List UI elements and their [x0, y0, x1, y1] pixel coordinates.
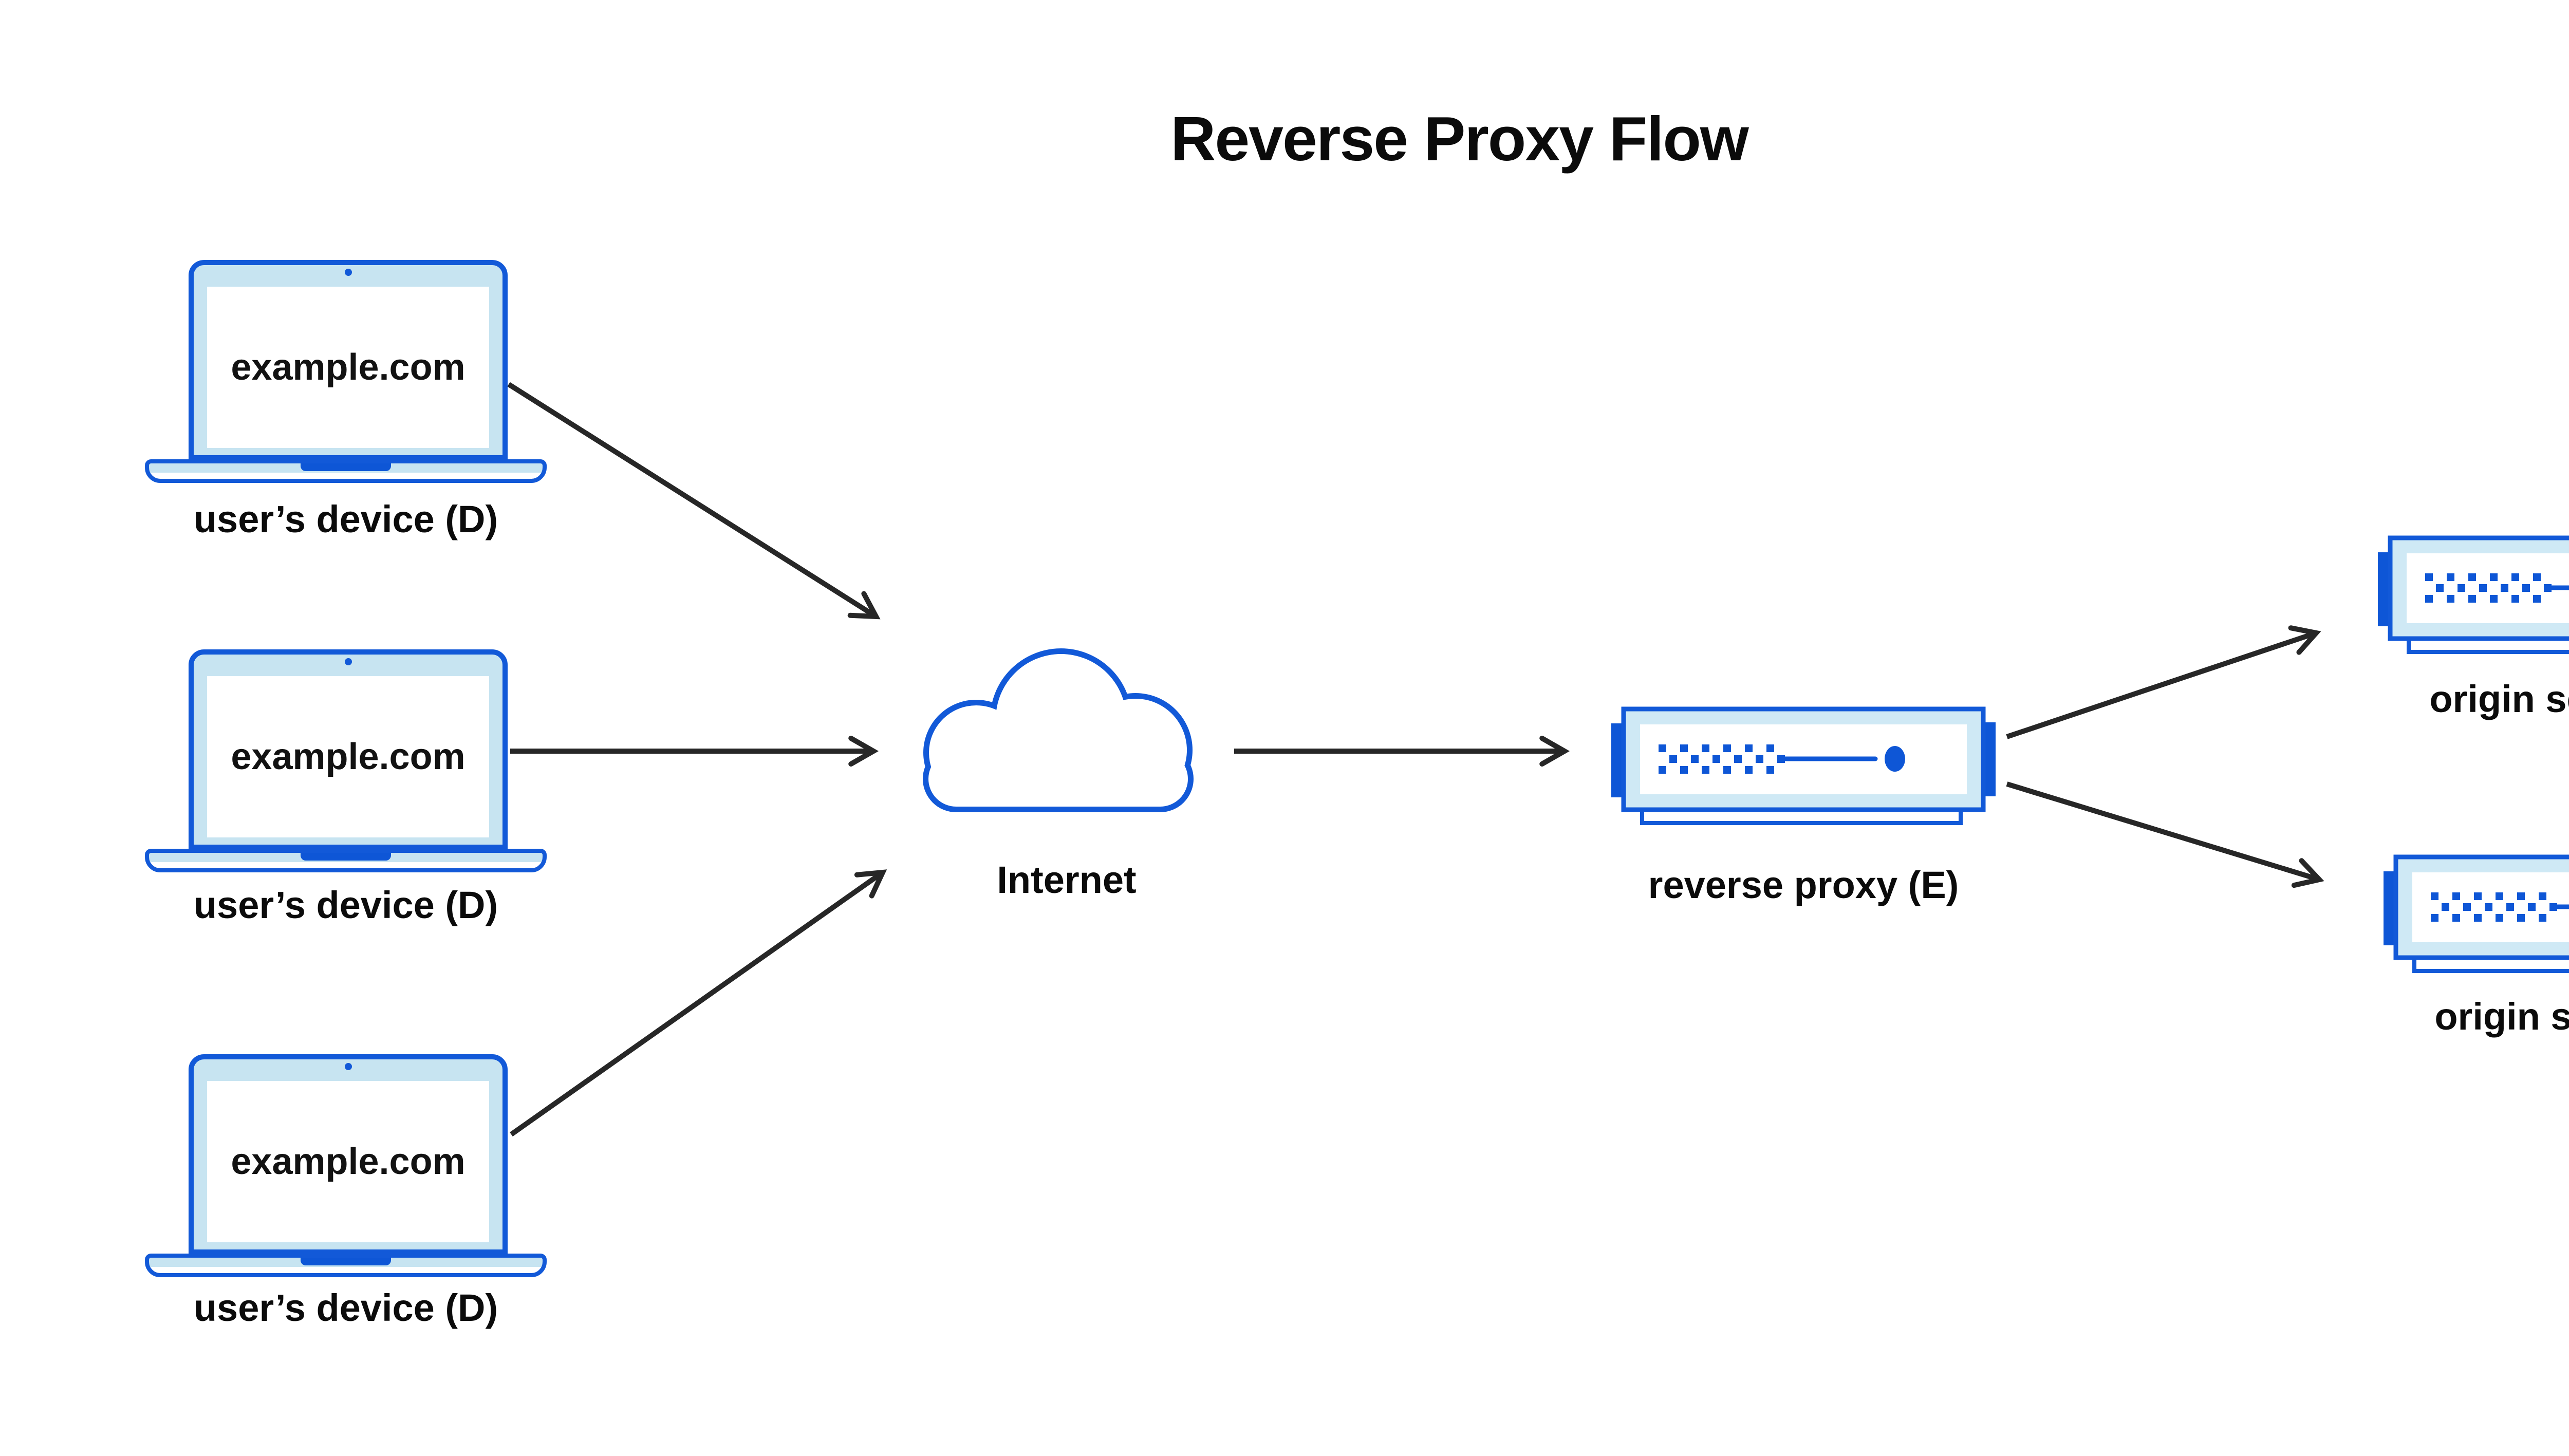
arrow-device1-internet — [507, 382, 881, 620]
device-url-text: example.com — [231, 347, 466, 388]
reverse-proxy-label: reverse proxy (E) — [1648, 864, 1959, 906]
arrow-device3-internet — [510, 869, 887, 1137]
browser-viewport: example.com — [207, 1081, 489, 1242]
camera-dot-icon — [344, 1063, 352, 1070]
laptop-notch — [301, 463, 391, 471]
laptop-base — [145, 459, 547, 483]
user-device-3-label: user’s device (D) — [193, 1286, 498, 1329]
origin-server-1-label: origin server (F) — [2429, 678, 2569, 720]
camera-dot-icon — [344, 658, 352, 665]
internet-cloud-icon — [891, 642, 1220, 831]
laptop-screen: example.com — [189, 649, 508, 850]
device-url-text: example.com — [231, 1141, 466, 1182]
reverse-proxy-server-icon — [1608, 705, 1999, 828]
laptop-base — [145, 849, 547, 872]
origin-server-2-icon — [2380, 853, 2569, 976]
arrow-proxy-origin1 — [2006, 625, 2321, 739]
laptop-notch — [301, 853, 391, 861]
page-title: Reverse Proxy Flow — [1170, 104, 1749, 174]
browser-viewport: example.com — [207, 676, 489, 837]
internet-label: Internet — [997, 858, 1137, 901]
camera-dot-icon — [344, 269, 352, 276]
user-device-2-label: user’s device (D) — [193, 884, 498, 926]
arrow-proxy-origin2 — [2006, 781, 2324, 888]
origin-server-2-label: origin server (F) — [2434, 995, 2569, 1038]
laptop-notch — [301, 1258, 391, 1265]
device-url-text: example.com — [231, 736, 466, 777]
laptop-screen: example.com — [189, 1054, 508, 1255]
user-device-1-label: user’s device (D) — [193, 498, 498, 540]
browser-viewport: example.com — [207, 287, 489, 448]
laptop-base — [145, 1254, 547, 1277]
laptop-screen: example.com — [189, 260, 508, 460]
origin-server-1-icon — [2375, 534, 2569, 657]
